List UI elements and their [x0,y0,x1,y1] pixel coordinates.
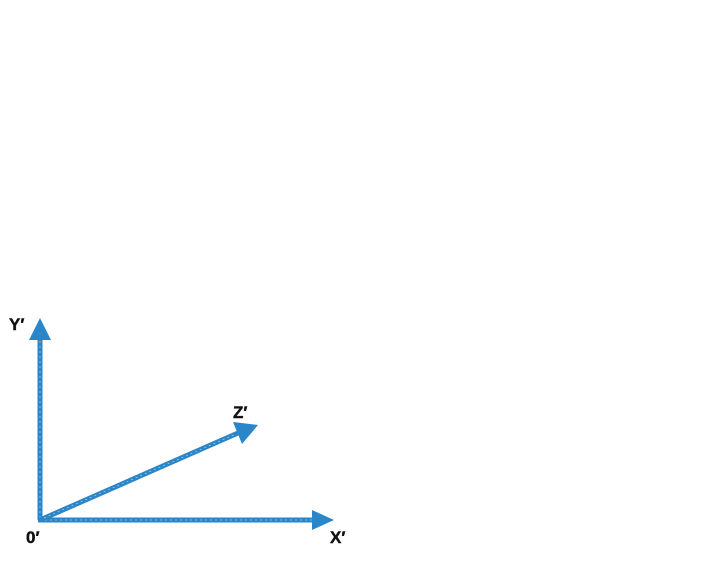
x-axis-arrowhead [312,510,334,530]
y-axis-arrowhead [29,318,51,340]
z-axis-arrowhead [233,422,258,444]
x-axis [38,510,334,530]
origin-label: 0′ [26,528,40,547]
y-axis-label: Y′ [9,315,24,334]
z-axis [38,422,258,523]
y-axis [29,318,51,520]
x-axis-label: X′ [330,528,345,547]
z-axis-label: Z′ [233,403,247,422]
